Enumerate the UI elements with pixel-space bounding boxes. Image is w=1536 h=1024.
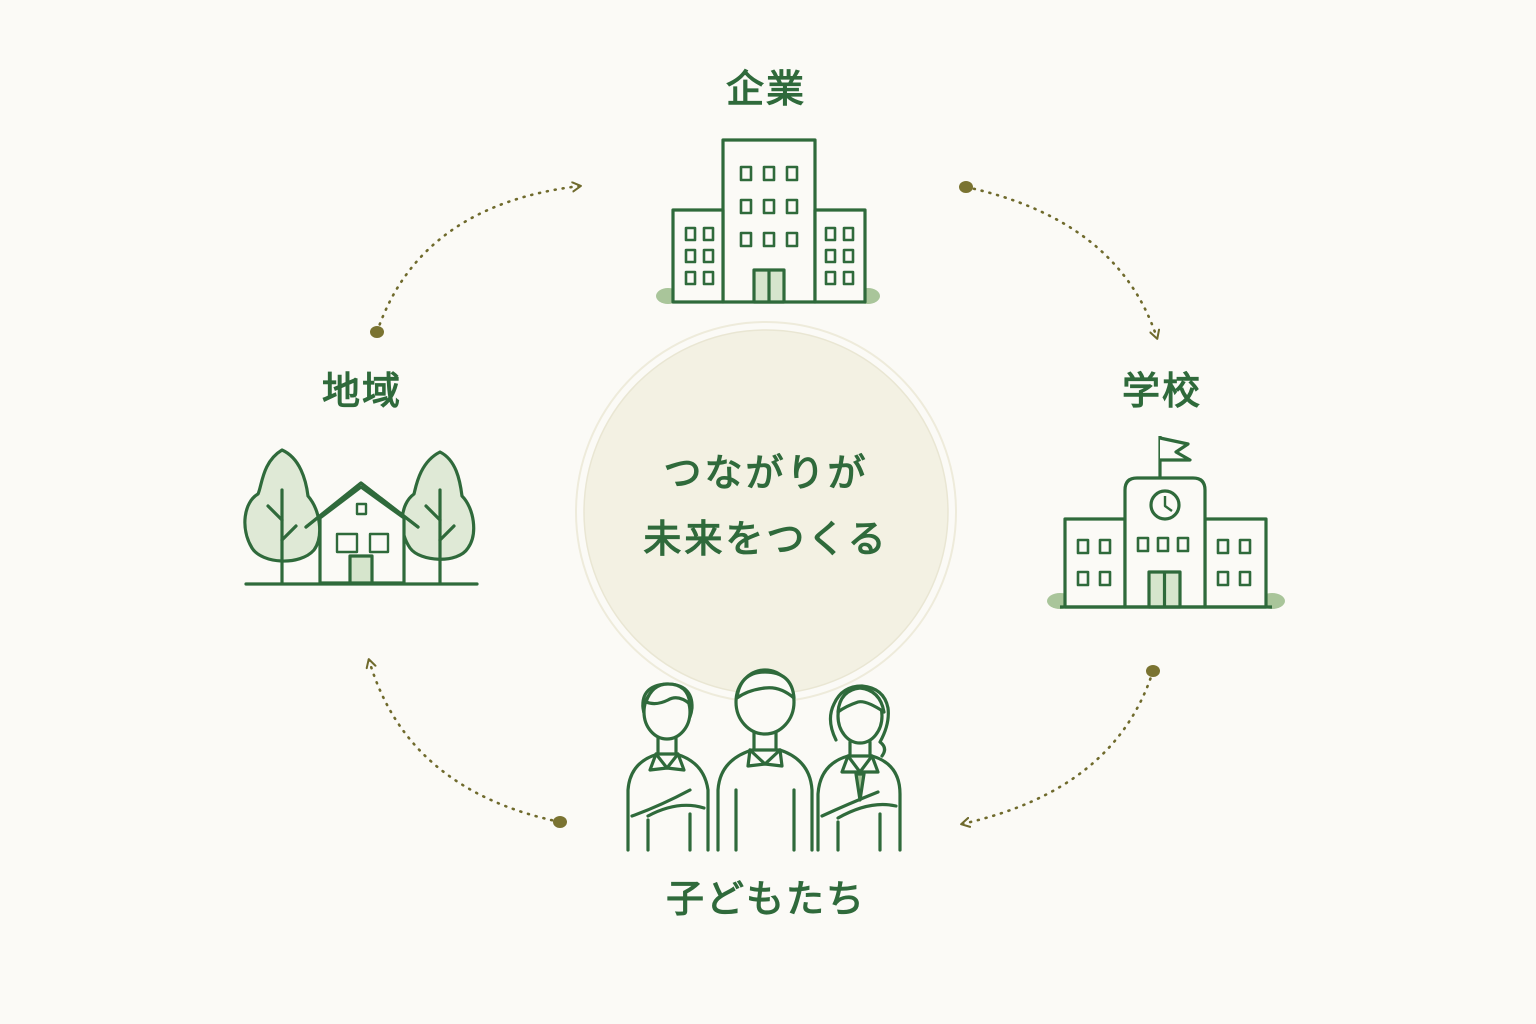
arrow-community-to-company: [375, 186, 580, 334]
arrow-start-dots: [370, 181, 1160, 828]
node-children: 子どもたち: [626, 668, 902, 921]
node-school: 学校: [1047, 368, 1285, 609]
child-left-figure: [626, 682, 710, 852]
label-children: 子どもたち: [666, 876, 866, 921]
child-right-figure: [816, 684, 902, 852]
node-company: 企業: [656, 66, 880, 304]
arrow-children-to-community: [369, 660, 562, 824]
center-text-line1: つながりが: [663, 450, 868, 495]
label-community: 地域: [322, 368, 402, 413]
office-building-icon: [656, 138, 880, 304]
cycle-arrows: [369, 186, 1157, 824]
child-middle-figure: [716, 668, 814, 852]
children-group-icon: [626, 668, 902, 852]
label-company: 企業: [726, 66, 806, 111]
label-school: 学校: [1122, 368, 1202, 413]
arrow-company-to-school: [964, 185, 1157, 338]
arrow-school-to-children: [962, 669, 1155, 824]
center-text-line2: 未来をつくる: [643, 516, 888, 561]
center-circle: つながりが 未来をつくる: [575, 321, 957, 703]
house-trees-icon: [243, 448, 479, 586]
node-community: 地域: [243, 368, 479, 586]
school-building-icon: [1047, 436, 1285, 609]
